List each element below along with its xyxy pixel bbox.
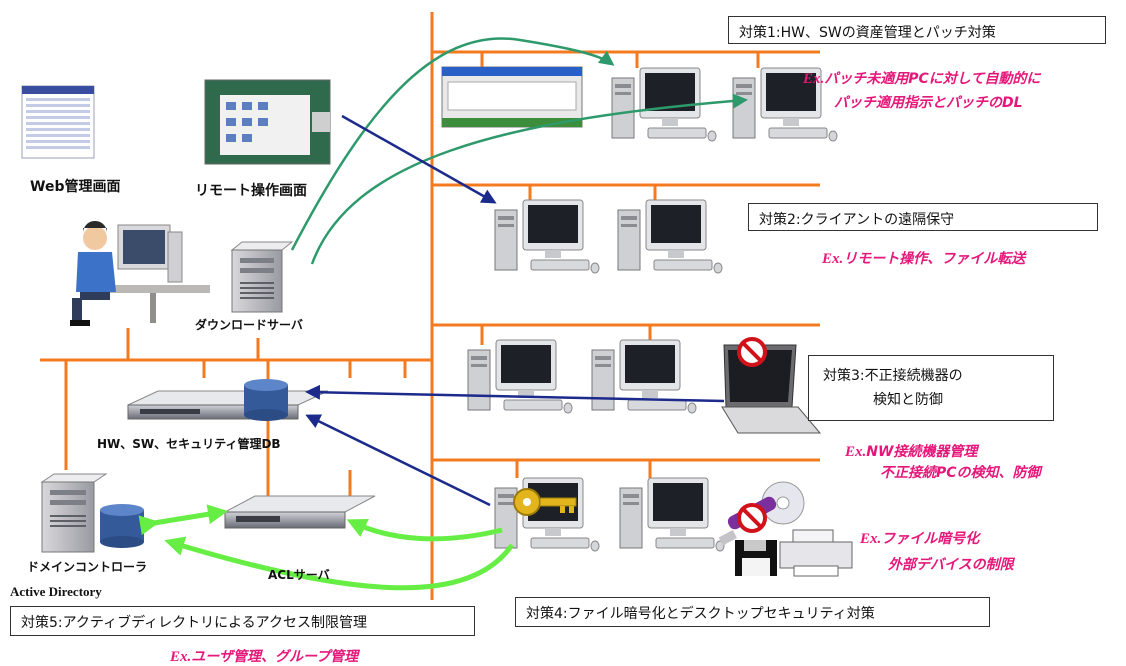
example-1-text-line1: パッチ未適用PCに対して自動的に: [824, 71, 1041, 87]
example-prefix: Ex.: [860, 531, 882, 547]
measure-1-text: 対策1:HW、SWの資産管理とパッチ対策: [739, 25, 996, 41]
dc-database-icon: [100, 504, 144, 548]
domain-controller-label: ドメインコントローラ: [27, 560, 148, 574]
example-1-line1: Ex.パッチ未適用PCに対して自動的に: [803, 68, 1040, 88]
measure-5-box: 対策5:アクティブディレクトリによるアクセス制限管理: [10, 606, 475, 636]
example-4-text-line1: ファイル暗号化: [881, 531, 980, 547]
measure-3-text-line1: 対策3:不正接続機器の: [823, 368, 963, 384]
device-prohibited-icon: [737, 503, 767, 533]
key-icon: [513, 488, 577, 516]
acl-server-label: ACLサーバ: [268, 568, 330, 582]
printer-icon: [779, 529, 853, 577]
web-screen-label: Web管理画面: [30, 179, 121, 195]
mgmt-database-icon: [244, 379, 288, 421]
remote-screen-thumbnail-icon: [204, 79, 331, 165]
remote-screen-label: リモート操作画面: [195, 183, 307, 199]
laptop-icon: [721, 344, 822, 434]
example-3-text-line1: NW接続機器管理: [866, 444, 978, 460]
example-4-text-line2: 外部デバイスの制限: [888, 557, 1014, 573]
measure-2-text: 対策2:クライアントの遠隔保守: [759, 212, 955, 228]
measure-3-box: 対策3:不正接続機器の 検知と防御: [808, 355, 1054, 421]
web-screen-thumbnail-icon: [21, 85, 95, 159]
measure-2-box: 対策2:クライアントの遠隔保守: [748, 203, 1098, 231]
measure-1-box: 対策1:HW、SWの資産管理とパッチ対策: [728, 16, 1106, 44]
operator-person-icon: [70, 220, 210, 326]
measure-4-text: 対策4:ファイル暗号化とデスクトップセキュリティ対策: [526, 606, 875, 622]
example-prefix: Ex.: [170, 649, 192, 665]
example-3-text-line2: 不正接続PCの検知、防御: [880, 465, 1041, 481]
measure-5-text: 対策5:アクティブディレクトリによるアクセス制限管理: [21, 615, 367, 631]
laptop-prohibited-icon: [737, 337, 767, 367]
patch-distribution-arrows: [290, 37, 748, 265]
domain-controller-icon: [40, 473, 108, 553]
pc-row3-b-icon: [591, 339, 697, 414]
lime-arrows: [138, 504, 515, 591]
blue-arrows: [305, 114, 725, 507]
example-prefix: Ex.: [845, 444, 867, 460]
floppy-disk-icon: [735, 540, 777, 576]
example-3-line1: Ex.NW接続機器管理: [845, 441, 977, 461]
pc-row3-a-icon: [467, 339, 573, 414]
example-1-text-line2: パッチ適用指示とパッチのDL: [834, 95, 1023, 111]
active-directory-label: Active Directory: [10, 584, 102, 599]
measure-3-text-line2: 検知と防御: [873, 392, 943, 408]
pc-row4-a-icon: [494, 477, 600, 552]
pc-row2-a-icon: [494, 199, 600, 274]
example-4-line2: 外部デバイスの制限: [888, 554, 1014, 574]
example-prefix: Ex.: [822, 251, 844, 267]
example-prefix: Ex.: [803, 71, 825, 87]
example-2: Ex.リモート操作、ファイル転送: [822, 248, 1025, 268]
download-server-label: ダウンロードサーバ: [195, 318, 303, 332]
pc-row4-b-icon: [619, 477, 725, 552]
example-4-line1: Ex.ファイル暗号化: [860, 528, 979, 548]
cd-disc-icon: [761, 481, 805, 525]
example-1-line2: パッチ適用指示とパッチのDL: [834, 92, 1023, 112]
patch-dialog-screen-icon: [441, 66, 583, 128]
acl-rack-server-icon: [224, 495, 376, 529]
example-2-text: リモート操作、ファイル転送: [843, 251, 1026, 267]
mgmt-rack-server-icon: [127, 390, 329, 420]
mgmt-db-label: HW、SW、セキュリティ管理DB: [97, 437, 281, 451]
client-pcs: [467, 67, 838, 552]
example-3-line2: 不正接続PCの検知、防御: [880, 462, 1041, 482]
pc-row2-b-icon: [617, 199, 723, 274]
measure-4-box: 対策4:ファイル暗号化とデスクトップセキュリティ対策: [515, 597, 990, 627]
example-5: Ex.ユーザ管理、グループ管理: [170, 646, 358, 666]
download-server-icon: [230, 241, 294, 313]
example-5-text: ユーザ管理、グループ管理: [191, 649, 359, 665]
